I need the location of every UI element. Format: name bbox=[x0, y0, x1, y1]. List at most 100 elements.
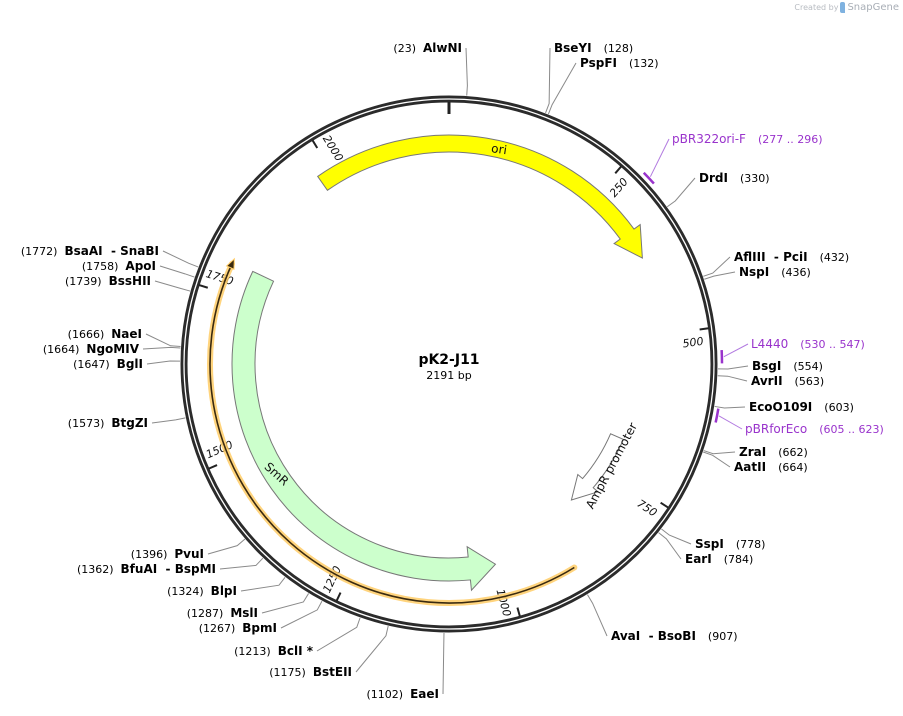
enzyme-site[interactable]: SspI (778) bbox=[661, 528, 765, 551]
tick-mark bbox=[699, 327, 709, 331]
enzyme-name: SspI bbox=[695, 537, 724, 551]
enzyme-leader bbox=[666, 177, 696, 208]
enzyme-label: AvaI - BsoBI(907) bbox=[611, 629, 738, 643]
enzyme-label: (1739)BssHII bbox=[65, 274, 151, 288]
enzyme-site[interactable]: (1396)PvuI bbox=[131, 538, 246, 561]
enzyme-site[interactable]: (1324)BlpI bbox=[167, 576, 286, 598]
enzyme-label: DrdI(330) bbox=[699, 171, 770, 185]
ori-label: ori bbox=[490, 141, 507, 157]
enzyme-label: (1213)BclI * bbox=[234, 644, 314, 658]
enzyme-site[interactable]: (1758)ApoI bbox=[82, 259, 195, 278]
enzyme-position: (432) bbox=[820, 251, 850, 264]
tick-mark bbox=[516, 607, 521, 617]
tick-mark bbox=[198, 284, 209, 289]
enzyme-leader bbox=[219, 557, 264, 570]
enzyme-label: (23)AlwNI bbox=[393, 41, 462, 55]
enzyme-position: (563) bbox=[795, 375, 825, 388]
feature-ampr-promoter[interactable] bbox=[570, 433, 625, 501]
enzyme-leader bbox=[240, 576, 286, 592]
enzyme-site[interactable]: (1573)BtgZI bbox=[68, 416, 186, 430]
enzyme-position: (1324) bbox=[167, 585, 204, 598]
primer-leader bbox=[649, 138, 670, 177]
enzyme-label: AvrII(563) bbox=[751, 374, 824, 388]
enzyme-name: BclI * bbox=[278, 644, 314, 658]
primer-l4440[interactable]: L4440(530 .. 547) bbox=[720, 337, 865, 364]
enzyme-position: (1396) bbox=[131, 548, 168, 561]
enzyme-site[interactable]: AvrII(563) bbox=[717, 374, 824, 388]
enzyme-site[interactable]: EcoO109I(603) bbox=[714, 400, 854, 414]
primer-pbrforeco[interactable]: pBRforEco(605 .. 623) bbox=[714, 408, 884, 436]
enzyme-site[interactable]: (1267)BpmI bbox=[199, 600, 323, 635]
enzyme-name: NaeI bbox=[111, 327, 142, 341]
enzyme-site[interactable]: ZraI(662) bbox=[703, 445, 808, 459]
enzyme-label: (1666) NaeI bbox=[68, 327, 142, 341]
enzyme-name: AlwNI bbox=[423, 41, 462, 55]
enzyme-name: PspFI bbox=[580, 56, 617, 70]
enzyme-site[interactable]: AatII(664) bbox=[703, 451, 808, 474]
enzyme-leader bbox=[717, 365, 749, 370]
enzyme-label: EcoO109I(603) bbox=[749, 400, 854, 414]
tick-label: 750 bbox=[635, 497, 660, 519]
enzyme-position: (1287) bbox=[187, 607, 224, 620]
enzyme-site[interactable]: BseYI(128) bbox=[545, 41, 634, 114]
tick-mark bbox=[614, 165, 622, 174]
enzyme-position: (1666) bbox=[68, 328, 105, 341]
enzyme-site[interactable]: (23)AlwNI bbox=[393, 41, 468, 96]
enzyme-site[interactable]: DrdI(330) bbox=[666, 171, 770, 208]
enzyme-site[interactable]: (1175)BstEII bbox=[269, 625, 389, 679]
enzyme-position: (1267) bbox=[199, 622, 236, 635]
enzyme-name: ZraI bbox=[739, 445, 766, 459]
enzyme-position: (132) bbox=[629, 57, 659, 70]
enzyme-name: EcoO109I bbox=[749, 400, 812, 414]
enzyme-site[interactable]: (1102)EaeI bbox=[367, 632, 445, 701]
enzyme-site[interactable]: BsgI(554) bbox=[717, 359, 823, 373]
enzyme-position: (1739) bbox=[65, 275, 102, 288]
enzyme-site[interactable]: (1739)BssHII bbox=[65, 274, 191, 292]
enzyme-site[interactable]: (1666) NaeI bbox=[68, 327, 181, 347]
enzyme-position: (1772) bbox=[21, 245, 58, 258]
enzyme-position: (778) bbox=[736, 538, 766, 551]
enzyme-name: EarI bbox=[685, 552, 712, 566]
enzyme-position: (1362) bbox=[77, 563, 114, 576]
credit-brand: SnapGene bbox=[847, 2, 899, 13]
feature-ori[interactable] bbox=[316, 134, 643, 259]
orange-feature-line bbox=[209, 263, 575, 604]
enzyme-label: (1573)BtgZI bbox=[68, 416, 148, 430]
enzyme-site[interactable]: AvaI - BsoBI(907) bbox=[587, 594, 738, 643]
enzyme-leader bbox=[545, 47, 551, 114]
primer-name: pBR322ori-F bbox=[672, 132, 746, 146]
enzyme-site[interactable]: (1213)BclI * bbox=[234, 617, 361, 658]
enzyme-leader bbox=[159, 265, 195, 278]
enzyme-site[interactable]: (1647)BglI bbox=[73, 357, 181, 371]
enzyme-site[interactable]: NspI(436) bbox=[704, 265, 811, 280]
backbone-ring bbox=[180, 95, 718, 633]
primer-pbr322ori-f[interactable]: pBR322ori-F(277 .. 296) bbox=[642, 132, 823, 185]
enzyme-site[interactable]: AflIII - PciI(432) bbox=[703, 250, 850, 277]
feature-arrow-icon bbox=[316, 134, 643, 259]
enzyme-leader bbox=[442, 632, 445, 695]
enzyme-site[interactable]: (1664)NgoMIV bbox=[43, 342, 181, 356]
primer-mark-icon bbox=[714, 408, 720, 423]
enzyme-leader bbox=[162, 250, 199, 268]
enzyme-position: (1573) bbox=[68, 417, 105, 430]
primer-mark-icon bbox=[642, 171, 655, 185]
snapgene-credit: Created by SnapGene bbox=[794, 2, 899, 13]
enzyme-label: (1772)BsaAI - SnaBI bbox=[21, 244, 159, 258]
tick-label: 500 bbox=[682, 335, 705, 351]
enzyme-site[interactable]: (1772)BsaAI - SnaBI bbox=[21, 244, 199, 268]
enzyme-site[interactable]: (1287)MslI bbox=[187, 593, 310, 620]
enzyme-name: NgoMIV bbox=[86, 342, 139, 356]
primer-name: pBRforEco bbox=[745, 422, 807, 436]
enzyme-position: (1647) bbox=[73, 358, 110, 371]
enzyme-position: (1175) bbox=[269, 666, 306, 679]
enzyme-label: PspFI (132) bbox=[580, 56, 659, 70]
enzyme-site[interactable]: (1362)BfuAI - BspMI bbox=[77, 557, 264, 576]
enzyme-site[interactable]: EarI(784) bbox=[658, 532, 754, 566]
enzyme-leader bbox=[154, 280, 191, 292]
feature-smr[interactable] bbox=[231, 270, 497, 592]
enzyme-site[interactable]: PspFI (132) bbox=[547, 56, 659, 115]
enzyme-label: (1664)NgoMIV bbox=[43, 342, 140, 356]
enzyme-label: SspI (778) bbox=[695, 537, 765, 551]
snapgene-logo-icon bbox=[840, 2, 846, 13]
enzyme-label: BseYI(128) bbox=[554, 41, 633, 55]
